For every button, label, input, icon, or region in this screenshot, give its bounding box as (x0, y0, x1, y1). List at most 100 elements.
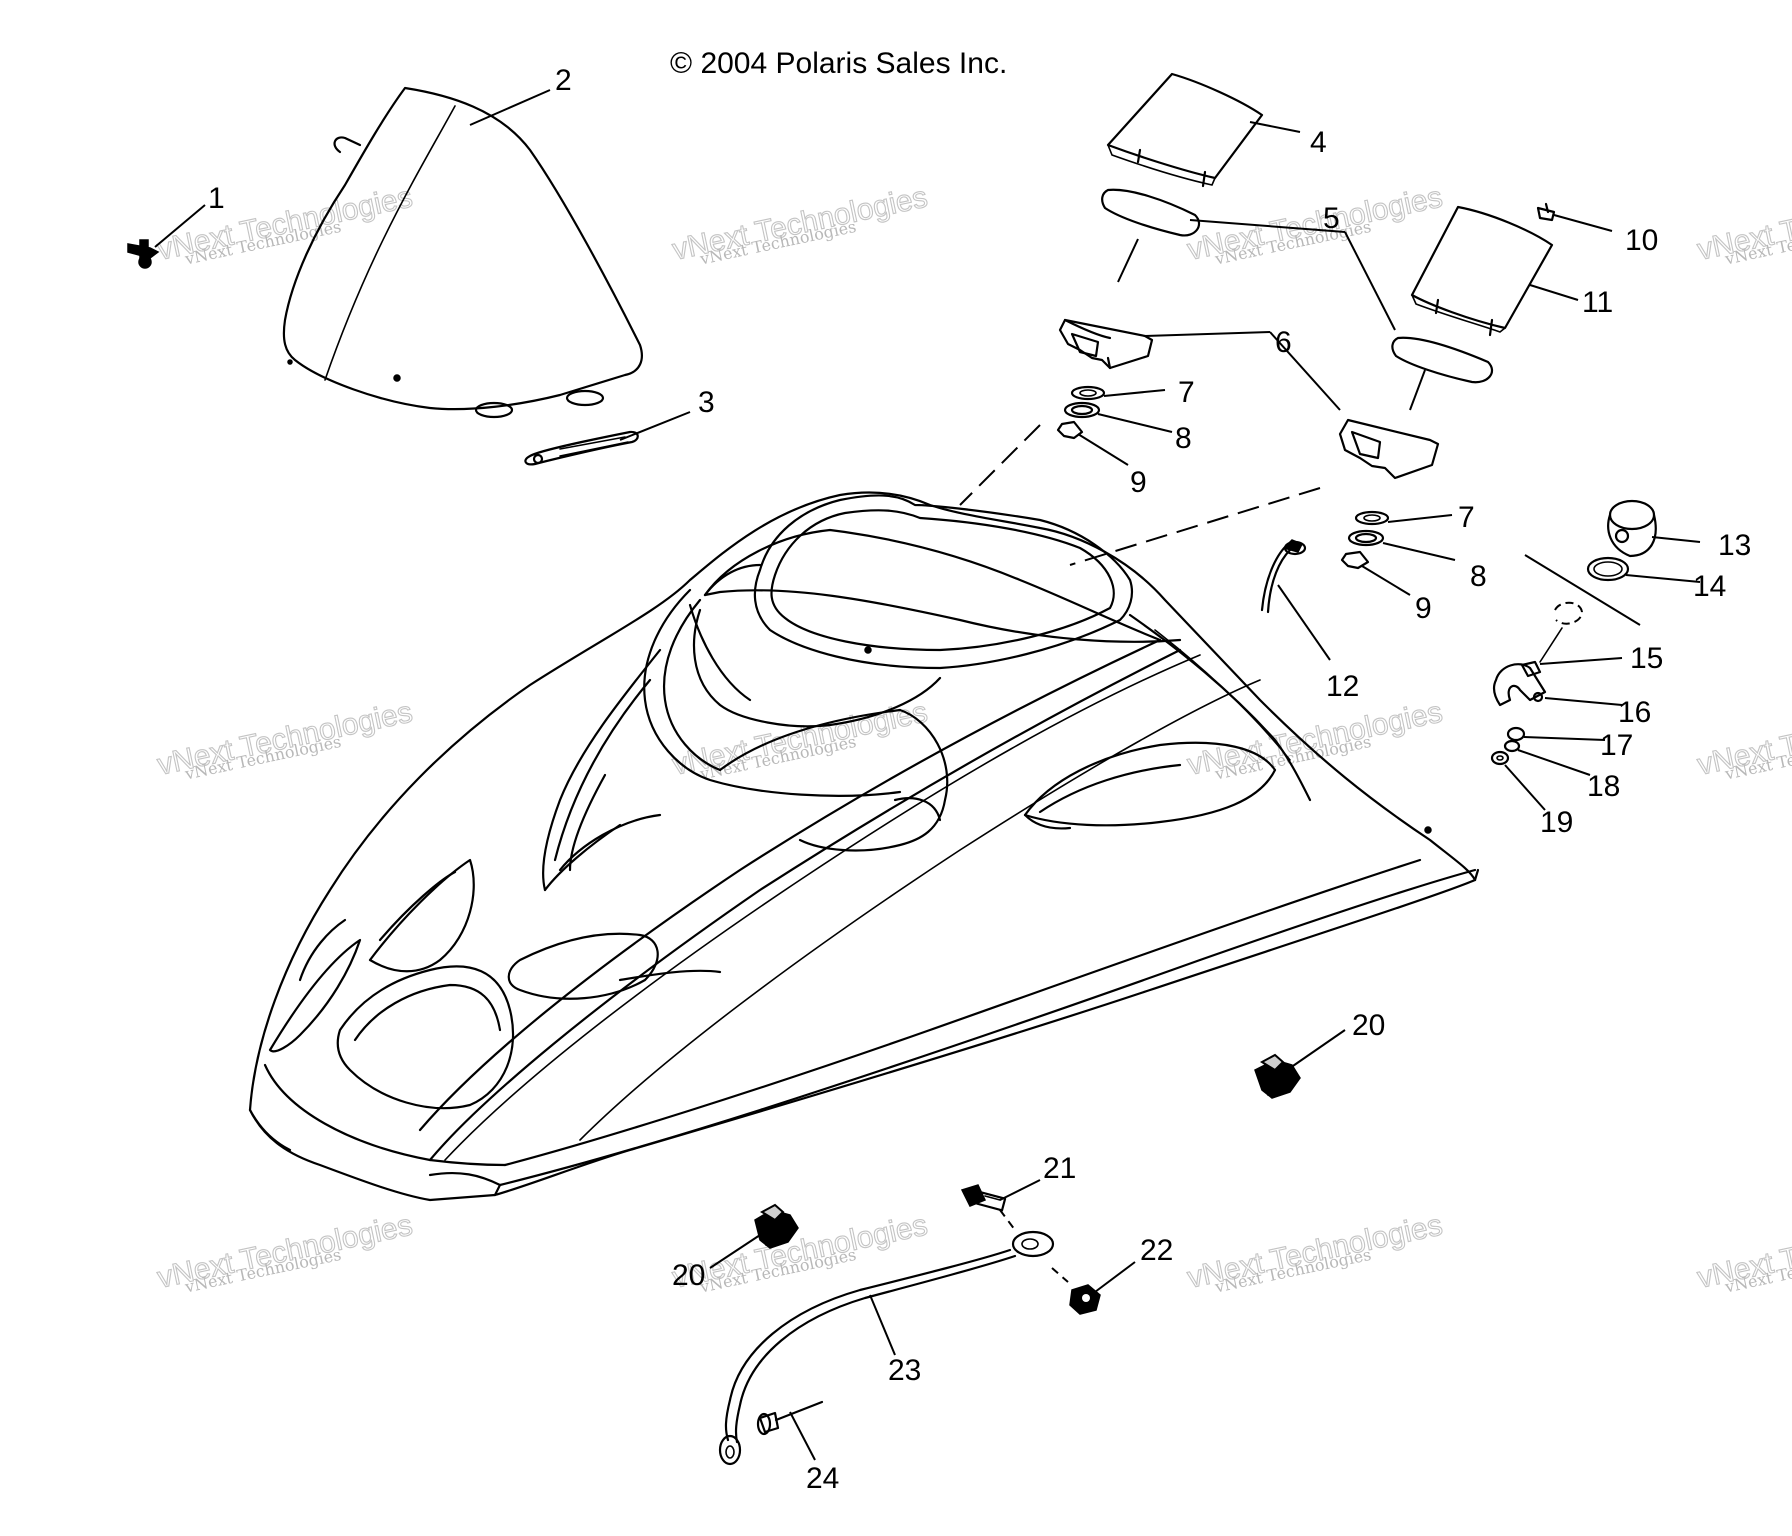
callout-labels: 1 2 3 4 5 6 7 8 9 10 11 7 8 9 12 13 14 1… (208, 64, 1751, 1495)
callout-4: 4 (1310, 126, 1327, 159)
mount-line-lower (1069, 487, 1321, 566)
leader-5a (1189, 219, 1346, 233)
leader-10 (1553, 214, 1613, 232)
part-15-outline (1554, 601, 1584, 625)
callout-10: 10 (1625, 224, 1658, 257)
leader-9b (1361, 565, 1411, 596)
leader-13 (1651, 536, 1701, 543)
callout-8b: 8 (1470, 560, 1487, 593)
callout-1: 1 (208, 182, 225, 215)
part-23-tether-cable (718, 1230, 1055, 1466)
part-7-washer-lower (1354, 510, 1390, 526)
watermark: vNext Technologies vNext Technologies (1184, 695, 1446, 784)
part-6-gauge-mount (1058, 318, 1154, 370)
part-5-bezel-ring-lower (1391, 336, 1494, 384)
watermark: vNext Technologies vNext Technologies (154, 180, 416, 269)
leader-16 (1544, 697, 1623, 706)
part-3-retainer-strip (524, 430, 639, 466)
leader-4 (1249, 121, 1301, 133)
leader-6a (1144, 331, 1271, 337)
callout-5: 5 (1323, 202, 1340, 235)
callout-23: 23 (888, 1354, 921, 1387)
leader-1 (154, 204, 206, 248)
part-2-windshield (282, 86, 643, 419)
part-4-gauge-cover (1106, 72, 1264, 188)
callout-3: 3 (698, 386, 715, 419)
leader-23 (869, 1294, 896, 1356)
part-17-washer (1506, 726, 1526, 742)
connector-11-5 (1409, 369, 1426, 411)
leader-15 (1539, 657, 1623, 665)
callout-2: 2 (555, 64, 572, 97)
leader-24 (789, 1411, 816, 1461)
callout-15: 15 (1630, 642, 1663, 675)
leader-3 (619, 411, 691, 441)
part-7-washer (1070, 385, 1106, 401)
leader-7a (1103, 389, 1166, 397)
watermark: vNext Technologies vNext Technologies (1184, 1208, 1446, 1297)
watermark: vNext Technologies vNext Technologies (1694, 180, 1792, 269)
part-22-nut (1069, 1284, 1101, 1315)
part-9-nut-lower (1340, 550, 1370, 570)
callout-18: 18 (1587, 770, 1620, 803)
leader-19 (1504, 764, 1546, 811)
callout-24: 24 (806, 1462, 839, 1495)
part-10-screw (1536, 202, 1556, 222)
part-21-bolt (960, 1184, 1007, 1212)
mount-line-upper (959, 424, 1041, 506)
part-5-bezel-ring (1101, 188, 1201, 237)
watermark: vNext Technologies vNext Technologies (154, 1208, 416, 1297)
watermark: vNext Technologies vNext Technologies (669, 180, 931, 269)
leader-9a (1077, 433, 1129, 466)
part-19-nut (1490, 750, 1510, 766)
callout-11: 11 (1582, 286, 1613, 319)
callout-20b: 20 (672, 1259, 705, 1292)
callout-16: 16 (1618, 696, 1651, 729)
leader-14 (1625, 574, 1701, 583)
part-13-hour-meter (1607, 499, 1657, 558)
callout-9a: 9 (1130, 466, 1147, 499)
leader-20b (709, 1234, 761, 1269)
callout-7b: 7 (1458, 501, 1475, 534)
connector-4-5 (1117, 238, 1139, 283)
callout-17: 17 (1600, 729, 1633, 762)
copyright-notice: © 2004 Polaris Sales Inc. (670, 47, 1007, 80)
leader-21 (999, 1179, 1041, 1201)
callout-20a: 20 (1352, 1009, 1385, 1042)
connector-22-23 (1051, 1267, 1069, 1283)
callout-7a: 7 (1178, 376, 1195, 409)
leader-15-connector (1524, 554, 1641, 626)
watermark: vNext Technologies vNext Technologies (1184, 180, 1446, 269)
part-16-mount-bracket (1492, 663, 1547, 707)
leader-20a (1289, 1029, 1346, 1069)
part-8-grommet (1063, 401, 1101, 419)
leader-7b (1387, 514, 1453, 523)
leader-18 (1517, 749, 1591, 776)
watermark: vNext Technologies vNext Technologies (154, 695, 416, 784)
part-6-gauge-mount-lower (1338, 418, 1440, 480)
leader-2 (469, 89, 551, 126)
hood-console-body (248, 491, 1480, 1202)
leader-12 (1277, 584, 1331, 661)
part-12-vent-hose (1260, 539, 1307, 614)
part-11-gauge-cover (1410, 205, 1554, 337)
watermark: vNext Technologies vNext Technologies (1694, 695, 1792, 784)
watermark-group: vNext Technologies vNext Technologies vN… (154, 180, 1792, 1297)
callout-8a: 8 (1175, 422, 1192, 455)
callout-12: 12 (1326, 670, 1359, 703)
connector-21-23 (999, 1209, 1016, 1231)
leader-8a (1097, 413, 1173, 433)
part-18-lock-washer (1503, 739, 1521, 753)
callout-21: 21 (1043, 1152, 1076, 1185)
watermark: vNext Technologies vNext Technologies (1694, 1208, 1792, 1297)
part-1-push-rivet (127, 239, 160, 269)
connector-15-16 (1539, 627, 1563, 663)
callout-9b: 9 (1415, 592, 1432, 625)
leader-6b (1269, 331, 1341, 411)
part-9-nut (1056, 420, 1084, 440)
watermark: vNext Technologies vNext Technologies (669, 1208, 931, 1297)
callout-19: 19 (1540, 806, 1573, 839)
callout-14: 14 (1693, 570, 1726, 603)
